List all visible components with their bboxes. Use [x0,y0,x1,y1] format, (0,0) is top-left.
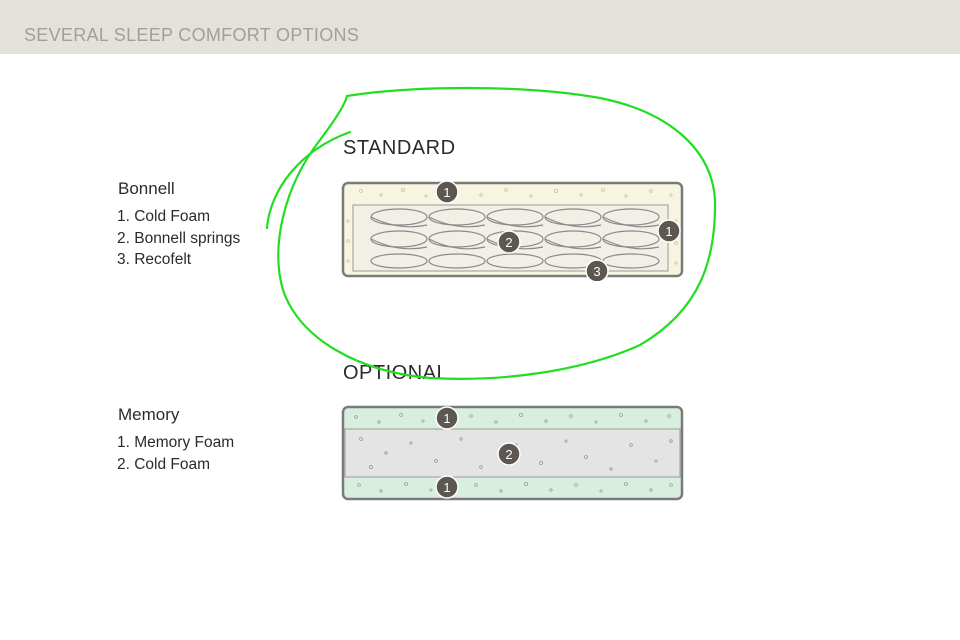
product-name-memory: Memory [118,405,180,424]
svg-text:2: 2 [505,447,512,462]
svg-text:1: 1 [443,185,450,200]
layer-list-memory: 1. Memory Foam 2. Cold Foam [117,432,234,475]
bonnell-mattress-diagram: 1 1 2 3 [341,181,684,281]
marker-recofelt: 3 [585,259,609,281]
marker-bonnell-springs: 2 [497,230,521,254]
memory-mattress-diagram: 1 2 1 [341,405,684,501]
svg-text:2: 2 [505,235,512,250]
page-title: SEVERAL SLEEP COMFORT OPTIONS [24,25,360,45]
marker-cold-foam-top: 1 [435,181,459,204]
svg-text:1: 1 [443,411,450,426]
layer-item: 1. Memory Foam [117,434,235,451]
memory-foam-texture [354,412,673,493]
svg-text:1: 1 [443,480,450,495]
product-name-bonnell: Bonnell [118,179,175,198]
section-label-standard: STANDARD [343,137,456,159]
marker-memory-foam-bottom: 1 [435,475,459,499]
layer-item: 3. Recofelt [117,251,192,268]
svg-text:3: 3 [593,264,600,279]
svg-text:1: 1 [665,224,672,239]
layer-list-bonnell: 1. Cold Foam 2. Bonnell springs 3. Recof… [117,206,240,271]
marker-memory-foam-top: 1 [435,406,459,430]
section-label-optional: OPTIONAL [343,362,449,384]
marker-cold-foam-core: 2 [497,442,521,466]
layer-item: 2. Cold Foam [117,455,211,473]
layer-item: 1. Cold Foam [117,208,211,225]
layer-item: 2. Bonnell springs [117,229,241,247]
cold-foam-texture [359,437,673,471]
page-header: SEVERAL SLEEP COMFORT OPTIONS [0,0,960,54]
marker-cold-foam-side: 1 [657,219,681,243]
